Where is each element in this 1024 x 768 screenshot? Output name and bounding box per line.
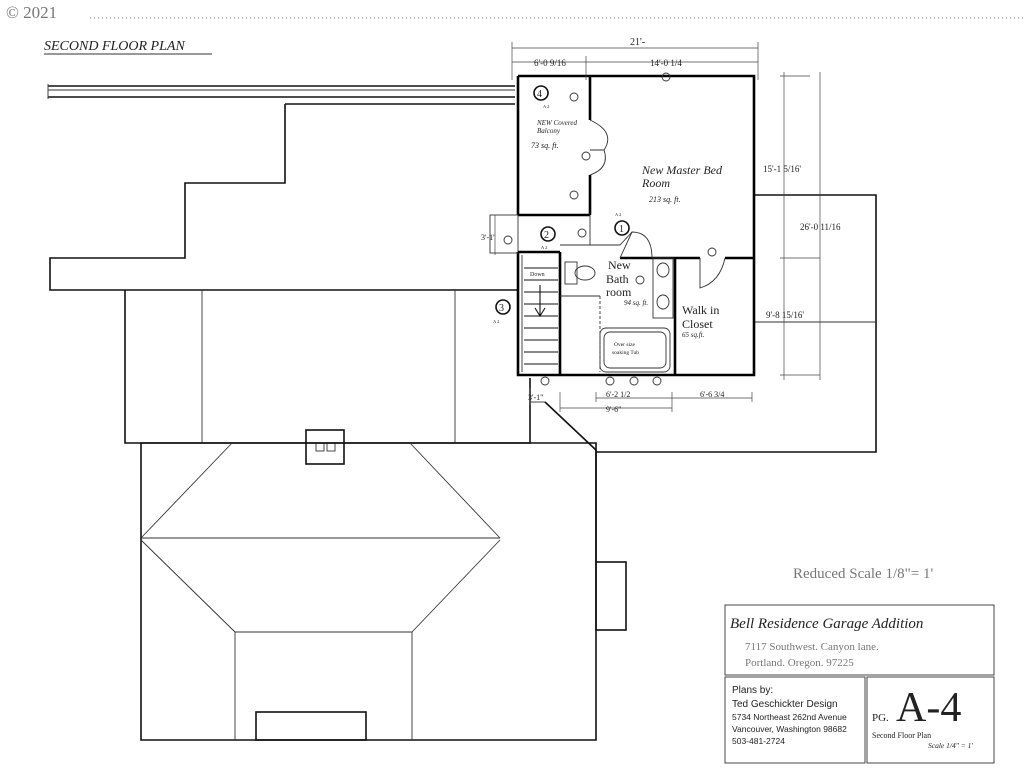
designer-address-line1: 5734 Northeast 262nd Avenue (732, 712, 847, 722)
closet-area: 65 sq.ft. (682, 331, 705, 339)
bath-name-line1: New (608, 258, 631, 272)
bath-name-line2: Bath (606, 272, 629, 286)
title-block (724, 604, 995, 764)
svg-text:4: 4 (537, 89, 542, 100)
drawing-title: SECOND FLOOR PLAN (44, 39, 185, 54)
svg-text:A 2: A 2 (543, 104, 549, 109)
dim-right-upper: 15'-1 5/16' (763, 164, 801, 174)
section-marker-2: 2 A 2 (540, 226, 556, 250)
master-area: 213 sq. ft. (649, 195, 681, 204)
svg-text:A 2: A 2 (541, 245, 547, 250)
balcony-name-line2: Balcony (537, 127, 561, 135)
bath-area: 94 sq. ft. (624, 299, 648, 307)
section-marker-3: 3 A 2 (493, 299, 511, 324)
dimension-lines (494, 42, 821, 412)
stairway (524, 267, 558, 365)
dim-bottom-bath: 6'-2 1/2 (606, 390, 630, 399)
dim-left-stair: 3'-1' (481, 233, 495, 242)
tub-label-line1: Over size (614, 342, 635, 348)
existing-roof-outline (47, 84, 877, 741)
closet-name-line1: Walk in (682, 303, 719, 317)
bath-name-line3: room (606, 285, 632, 299)
sheet-name: Second Floor Plan (872, 731, 931, 740)
dim-right-lower: 9'-8 15/16' (766, 310, 804, 320)
svg-text:3: 3 (499, 303, 504, 314)
dim-overall-width: 21'- (630, 37, 645, 48)
svg-text:2: 2 (544, 230, 549, 241)
svg-text:A 2: A 2 (493, 319, 499, 324)
designer-name: Ted Geschickter Design (732, 699, 838, 710)
project-address-line2: Portland. Oregon. 97225 (745, 657, 854, 669)
section-marker-1: 1 A 2 (614, 212, 630, 236)
project-name: Bell Residence Garage Addition (730, 616, 923, 632)
page-number: A-4 (896, 685, 961, 731)
copyright-text: © 2021 (6, 3, 57, 22)
dim-bottom-stair: 3'-1" (528, 393, 543, 402)
svg-text:1: 1 (619, 224, 624, 235)
dim-top-right: 14'-0 1/4 (650, 58, 682, 68)
sheet-scale: Scale 1/4" = 1' (928, 741, 973, 750)
stair-down-label: Down (530, 272, 545, 278)
master-name-line2: Room (641, 176, 670, 190)
dim-right-overall: 26'-0 11/16 (800, 222, 841, 232)
dim-bottom-closet: 6'-6 3/4 (700, 390, 724, 399)
project-address-line1: 7117 Southwest. Canyon lane. (745, 641, 879, 653)
designer-address-line2: Vancouver, Washington 98682 (732, 724, 847, 734)
dim-bottom-combined: 9'-6" (606, 405, 621, 414)
reduced-scale-note: Reduced Scale 1/8"= 1' (793, 566, 933, 582)
tub-label-line2: soaking Tub (612, 350, 639, 356)
page-prefix: PG. (872, 712, 889, 724)
dim-top-left: 6'-0 9/16 (534, 58, 566, 68)
master-name-line1: New Master Bed (641, 163, 723, 177)
svg-text:A 2: A 2 (615, 212, 621, 217)
plans-by-label: Plans by: (732, 685, 773, 696)
section-marker-4: 4 A 2 (533, 85, 549, 109)
designer-phone: 503-481-2724 (732, 736, 785, 746)
addition-walls: Down (489, 72, 756, 386)
balcony-name-line1: NEW Covered (536, 119, 577, 127)
closet-name-line2: Closet (682, 317, 713, 331)
balcony-area: 73 sq. ft. (531, 141, 559, 150)
